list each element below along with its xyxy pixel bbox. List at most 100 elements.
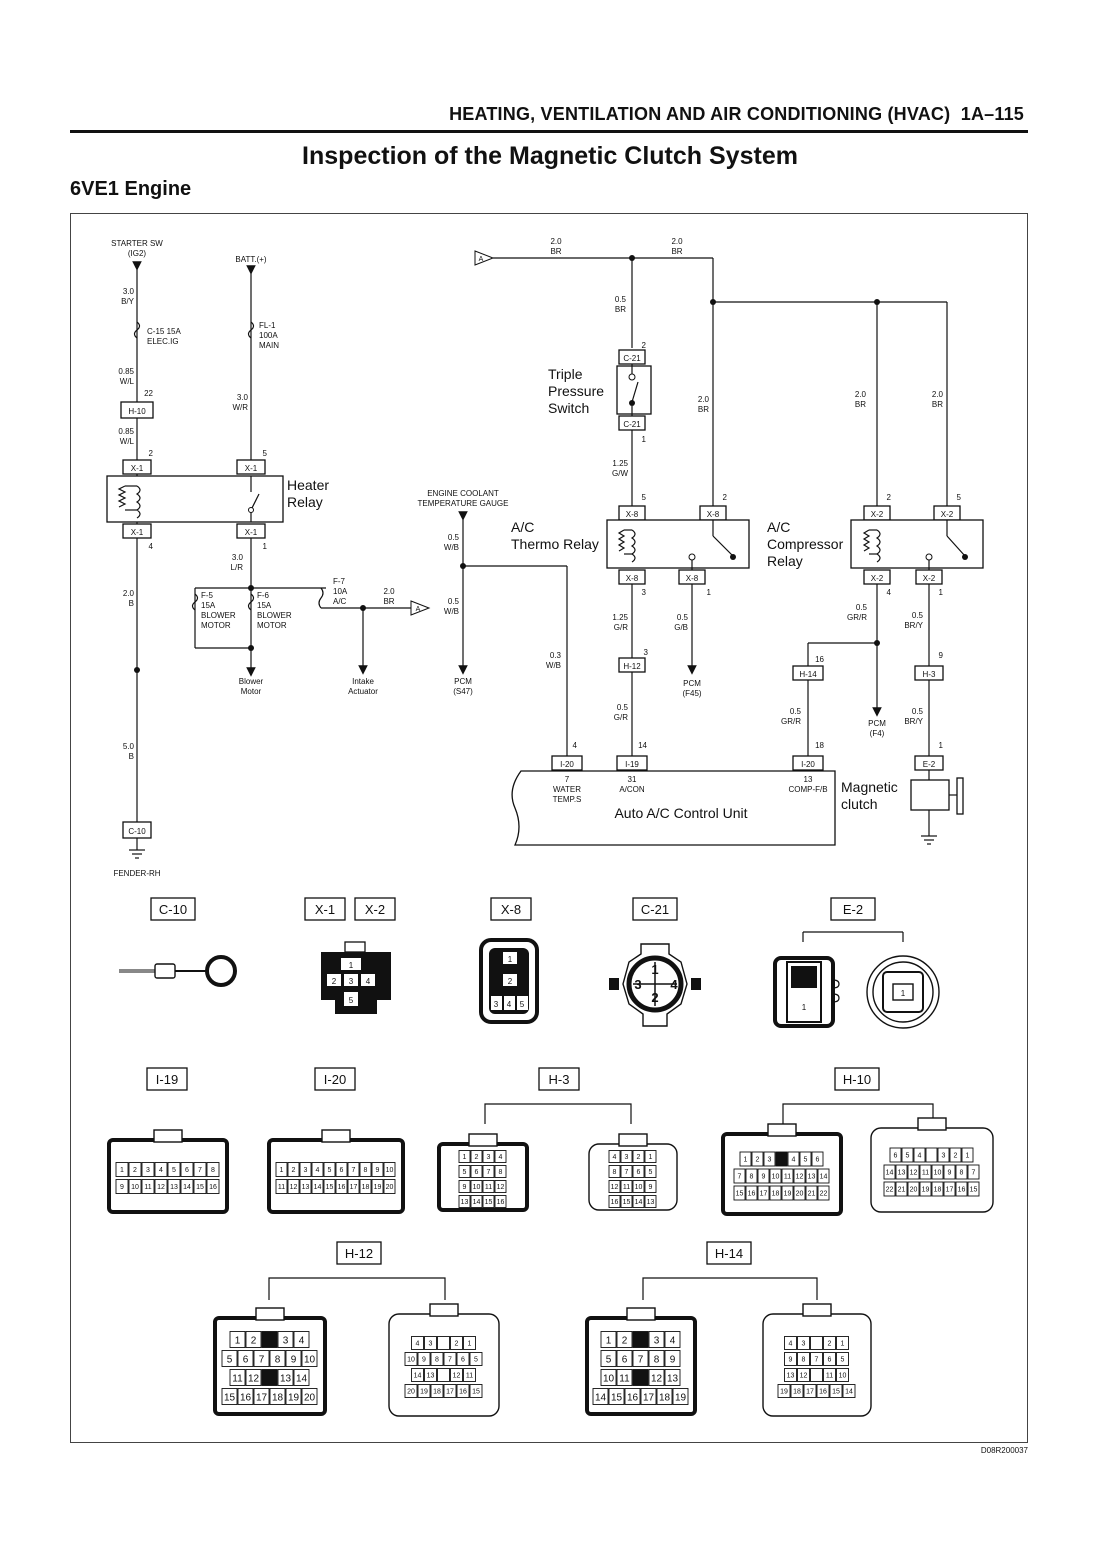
pin-number: 13 xyxy=(302,1184,310,1191)
connector-label: E-2 xyxy=(923,760,936,769)
pin-cell xyxy=(787,1151,800,1167)
pin-number: 8 xyxy=(613,1169,617,1176)
relay-contact xyxy=(730,554,736,560)
pin-cell xyxy=(180,1162,194,1177)
h3-bracket xyxy=(484,1103,632,1124)
wire-color: G/R xyxy=(614,713,628,722)
pin-number: 14 xyxy=(886,1170,894,1177)
relay-resistor xyxy=(617,529,626,552)
fuse-label: 15A xyxy=(201,601,216,610)
pin-cell xyxy=(141,1179,155,1194)
pin-number: 22 xyxy=(144,389,153,398)
pin-cell xyxy=(664,1350,681,1367)
pin-number: 4 xyxy=(613,1154,617,1161)
pin-number: 4 xyxy=(149,542,154,551)
pin-cell xyxy=(961,1147,974,1163)
pin-cell xyxy=(664,1369,681,1386)
connector-label: X-2 xyxy=(941,510,954,519)
pin-cell xyxy=(417,1384,431,1398)
pin-cell xyxy=(458,1150,471,1163)
wire-label: 1.25 xyxy=(612,459,628,468)
pin-number: 12 xyxy=(248,1374,260,1385)
connector-latch xyxy=(802,1303,832,1317)
pin-cell xyxy=(640,1388,657,1405)
pin-number: 2 xyxy=(887,493,892,502)
pin-number: 2 xyxy=(149,449,154,458)
connector-h10-box xyxy=(120,401,154,419)
ect-gauge-label: ENGINE COOLANT xyxy=(427,489,499,498)
connector-label: X-8 xyxy=(626,510,639,519)
pin-cell xyxy=(443,1352,457,1366)
fuse-f5-symbol xyxy=(191,593,199,611)
wire-label: 1.25 xyxy=(612,613,628,622)
e2-pin: 1 xyxy=(802,1003,807,1012)
relay-contact xyxy=(925,553,933,561)
wire-label: 2.0 xyxy=(855,390,867,399)
pin-cell xyxy=(784,1368,797,1382)
pin-number: 13 xyxy=(427,1373,435,1380)
batt-circuit: BATT.(+) FL-1 100A MAIN 3.0 W/R 5 X-1 X-… xyxy=(191,255,431,696)
thermo-relay-box xyxy=(606,519,750,569)
e2-view-label: E-2 xyxy=(843,902,863,917)
pin-number: 8 xyxy=(211,1167,215,1174)
pin-number: 16 xyxy=(497,1199,505,1206)
pcm-s47-label-2: (S47) xyxy=(453,687,473,696)
pin-cell xyxy=(482,1150,495,1163)
connector-latch xyxy=(618,1133,648,1147)
pin-number: 10 xyxy=(839,1373,847,1380)
pin-number: 18 xyxy=(772,1191,780,1198)
wire-label: 3.0 xyxy=(123,287,135,296)
wire-label: 0.5 xyxy=(912,707,924,716)
pin-cell xyxy=(797,1336,810,1350)
wire-color: BR xyxy=(855,400,866,409)
pin-number: 14 xyxy=(820,1174,828,1181)
wire-label: 0.85 xyxy=(118,427,134,436)
wire-color: G/W xyxy=(612,469,628,478)
fuse-label: F-7 xyxy=(333,577,346,586)
pin-number: 13 xyxy=(280,1374,292,1385)
relay-coil xyxy=(135,485,141,519)
pin-number: 2 xyxy=(292,1167,296,1174)
e2-female-pin-cell xyxy=(892,983,914,1001)
blank-cell xyxy=(810,1336,823,1350)
pin-number: 14 xyxy=(638,741,647,750)
pin-cell xyxy=(745,1168,758,1184)
starter-sw-circuit: STARTER SW (IG2) 3.0 B/Y C-15 15A ELEC.I… xyxy=(111,239,181,834)
pin-cell xyxy=(632,1150,645,1163)
wire-label: 3.0 xyxy=(232,553,244,562)
pin-number: 18 xyxy=(272,1393,284,1404)
pin-cell xyxy=(836,1368,849,1382)
pin-cell xyxy=(608,1180,621,1193)
pin-cell xyxy=(632,1165,645,1178)
pin-cell xyxy=(335,1162,348,1177)
pin-cell xyxy=(608,1388,625,1405)
pin-cell xyxy=(128,1179,142,1194)
ac-thermo-relay: 5 2 X-8 X-8 A/C Thermo Relay X-8 X-8 3 1… xyxy=(511,493,750,756)
pin-number: 9 xyxy=(789,1357,793,1364)
pin-number: 11 xyxy=(485,1184,492,1191)
pin-number: 4 xyxy=(789,1341,793,1348)
x8-pin: 3 xyxy=(494,1000,499,1009)
pin-cell xyxy=(237,1388,254,1405)
pcm-f45-label-2: (F45) xyxy=(682,689,701,698)
pin-number: 11 xyxy=(466,1373,473,1380)
c10-crimp xyxy=(154,963,176,979)
wire-color: W/B xyxy=(546,661,561,670)
pin-number: 11 xyxy=(278,1184,285,1191)
pin-cell xyxy=(193,1179,207,1194)
pin-number: 5 xyxy=(957,493,962,502)
x1-pin-5-cell xyxy=(344,992,358,1006)
pin-number: 5 xyxy=(804,1157,808,1164)
c21-key xyxy=(691,978,701,990)
pin-number: 18 xyxy=(934,1187,942,1194)
pin-number: 7 xyxy=(738,1174,742,1181)
pin-cell xyxy=(411,1368,424,1382)
pin-number: 7 xyxy=(198,1167,202,1174)
pcm-f45-label: PCM xyxy=(683,679,701,688)
pin-number: 7 xyxy=(487,1169,491,1176)
pin-number: 3 xyxy=(768,1157,772,1164)
relay-switch xyxy=(946,535,966,557)
pin-number: 14 xyxy=(414,1373,422,1380)
x8-pin: 1 xyxy=(508,955,513,964)
connector-i20-box xyxy=(551,755,583,771)
